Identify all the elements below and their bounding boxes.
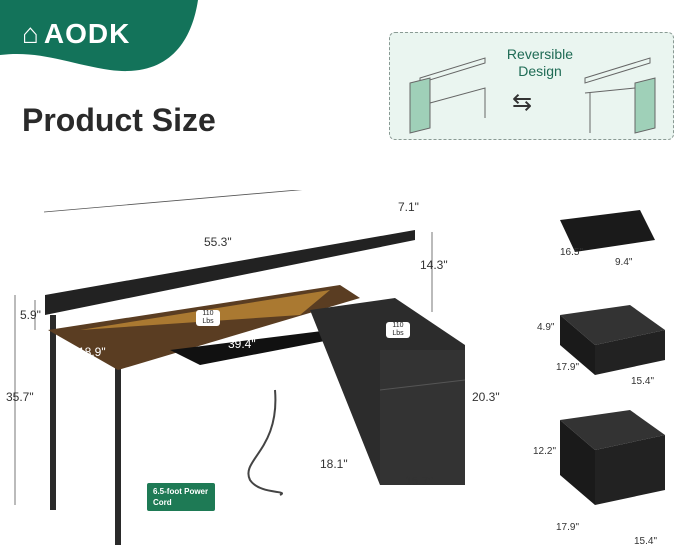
dim-tray-depth: 10.2" <box>172 373 200 387</box>
reversible-label: Reversible Design <box>506 46 574 79</box>
dim-cabinet-width: 15.7" <box>405 474 433 488</box>
load-value: 110 <box>202 310 214 317</box>
drawer-large-height: 12.2" <box>533 446 557 457</box>
dim-total-height: 35.7" <box>6 390 34 404</box>
desk-illustration <box>14 190 466 545</box>
drawer-large-width: 15.4" <box>634 536 658 547</box>
power-cord-label: 6.5-foot Power Cord <box>147 483 215 511</box>
dim-tray-width: 22.8" <box>256 370 284 384</box>
dim-inner-width: 39.4" <box>228 337 256 351</box>
load-unit: Lbs <box>202 318 214 325</box>
drawer-large-depth: 17.9" <box>556 522 580 533</box>
tray-depth: 16.5" <box>560 247 584 258</box>
page-title: Product Size <box>22 102 216 138</box>
swap-arrows-icon: ⇆ <box>512 89 533 116</box>
drawer-small-width: 15.4" <box>631 376 655 387</box>
brand-logo: ⌂AODK <box>22 18 130 50</box>
parts-illustration <box>560 210 665 505</box>
reversible-design-panel <box>389 32 674 140</box>
brand-name: AODK <box>43 18 131 49</box>
dim-riser-height: 14.3" <box>420 258 448 272</box>
dim-shelf-depth: 7.1" <box>398 200 419 214</box>
load-unit: Lbs <box>392 330 404 337</box>
tray-width: 9.4" <box>615 257 633 268</box>
dim-width: 55.3" <box>204 235 232 249</box>
drawer-small-depth: 17.9" <box>556 362 580 373</box>
dim-cabinet-depth: 18.1" <box>320 457 348 471</box>
house-icon: ⌂ <box>22 18 40 49</box>
load-value: 110 <box>392 322 404 329</box>
dim-depth: 18.9" <box>78 345 106 359</box>
desk-illustration <box>409 57 656 134</box>
dim-cabinet-height: 20.3" <box>472 390 500 404</box>
dim-shelf-height: 5.9" <box>20 308 41 322</box>
drawer-small-height: 4.9" <box>537 322 555 333</box>
brand-banner <box>0 0 198 72</box>
